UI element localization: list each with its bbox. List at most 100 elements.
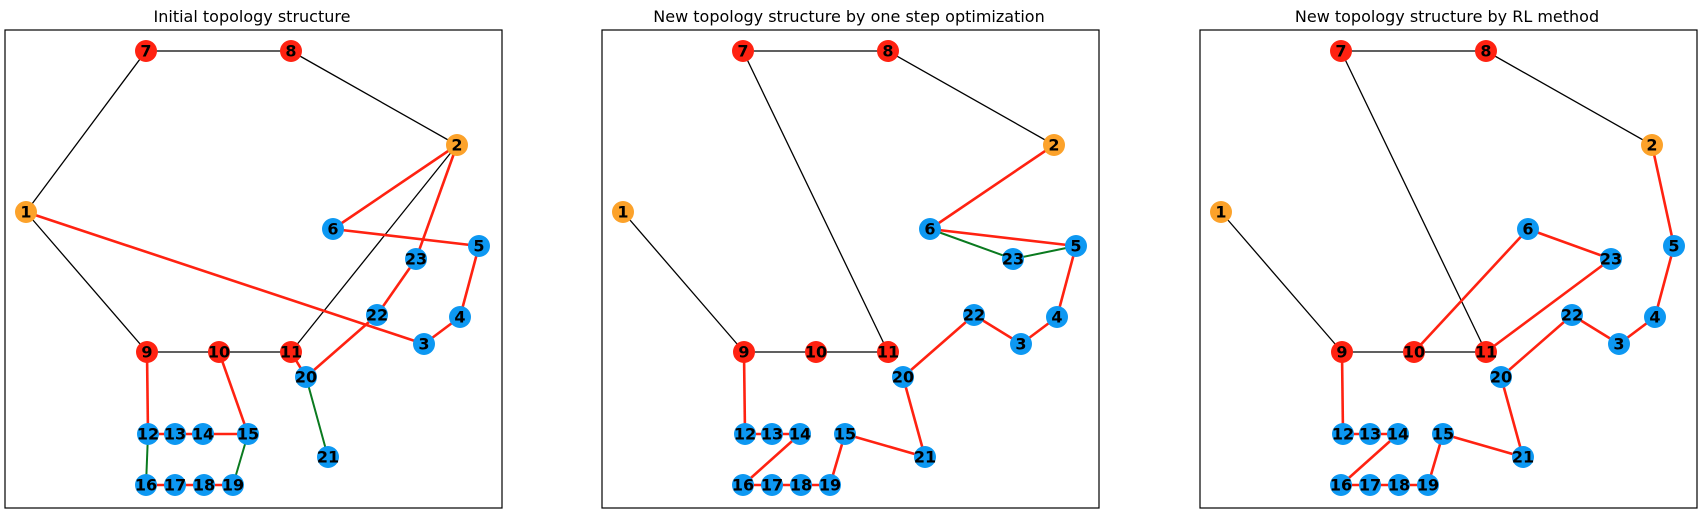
node-label: 3 [1613,335,1624,354]
node-label: 20 [295,368,317,387]
edge-5-4 [1653,245,1676,318]
node-label: 23 [1600,250,1622,269]
node-label: 2 [451,136,462,155]
node-label: 16 [1330,476,1352,495]
node-18: 18 [193,474,215,496]
edge-2-6 [332,143,458,231]
node-label: 5 [473,237,484,256]
node-label: 12 [1332,425,1354,444]
node-circle [136,341,158,363]
node-12: 12 [1332,423,1354,445]
node-circle [805,341,827,363]
node-circle [164,474,186,496]
node-17: 17 [164,474,186,496]
node-circle [446,134,468,156]
edge-20-21 [305,376,329,458]
node-circle [1043,134,1065,156]
node-circle [1644,306,1666,328]
panel-frame [601,29,1100,509]
node-23: 23 [405,248,427,270]
node-circle [222,474,244,496]
node-circle [1330,40,1352,62]
node-circle [1403,341,1425,363]
node-label: 10 [805,343,827,362]
node-label: 21 [1512,448,1534,467]
node-10: 10 [208,341,230,363]
node-label: 10 [208,343,230,362]
node-5: 5 [1065,235,1087,257]
node-8: 8 [877,40,899,62]
node-label: 14 [789,425,811,444]
node-1: 1 [1210,201,1232,223]
node-13: 13 [761,423,783,445]
panel-rl: New topology structure by RL method 1234… [1199,7,1698,509]
edge-8-2 [1485,50,1653,146]
edge-6-23 [1527,227,1612,261]
edge-22-20 [305,314,378,378]
node-label: 23 [1002,250,1024,269]
node-3: 3 [1010,333,1032,355]
node-6: 6 [1517,218,1539,240]
node-3: 3 [413,333,435,355]
node-circle [237,423,259,445]
node-circle [1046,306,1068,328]
node-circle [790,474,812,496]
node-15: 15 [1432,423,1454,445]
edge-21-15 [844,432,926,459]
node-9: 9 [1331,341,1353,363]
node-10: 10 [805,341,827,363]
node-label: 12 [734,425,756,444]
node-14: 14 [789,423,811,445]
node-circle [1490,366,1512,388]
node-label: 6 [327,220,338,239]
node-circle [1359,474,1381,496]
node-6: 6 [919,218,941,240]
edge-7-11 [742,50,889,353]
node-circle [963,304,985,326]
edge-2-11 [290,144,458,353]
node-label: 9 [738,343,749,362]
node-19: 19 [1417,474,1439,496]
node-11: 11 [280,341,302,363]
node-circle [322,218,344,240]
node-label: 7 [140,42,151,61]
edge-7-11 [1340,50,1487,353]
node-circle [1359,423,1381,445]
node-21: 21 [1512,446,1534,468]
node-label: 11 [877,343,899,362]
node-circle [733,341,755,363]
node-7: 7 [135,40,157,62]
node-circle [1600,248,1622,270]
node-label: 1 [617,203,628,222]
node-label: 20 [892,368,914,387]
node-circle [1065,235,1087,257]
node-17: 17 [1359,474,1381,496]
node-label: 15 [237,425,259,444]
node-22: 22 [963,304,985,326]
node-22: 22 [1561,304,1583,326]
node-9: 9 [733,341,755,363]
edge-1-9 [1220,211,1343,353]
node-7: 7 [1330,40,1352,62]
node-20: 20 [1490,366,1512,388]
node-circle [1608,333,1630,355]
node-11: 11 [877,341,899,363]
node-11: 11 [1475,341,1497,363]
node-17: 17 [761,474,783,496]
node-circle [280,341,302,363]
node-label: 19 [222,476,244,495]
edge-20-21 [1499,376,1525,458]
node-circle [1010,333,1032,355]
node-circle [1330,474,1352,496]
node-label: 1 [20,203,31,222]
edge-2-5 [1650,144,1676,247]
node-label: 22 [366,306,388,325]
node-label: 13 [164,425,186,444]
node-circle [761,423,783,445]
node-21: 21 [914,446,936,468]
edge-2-6 [929,143,1055,231]
node-6: 6 [322,218,344,240]
node-circle [914,446,936,468]
node-4: 4 [1046,306,1068,328]
